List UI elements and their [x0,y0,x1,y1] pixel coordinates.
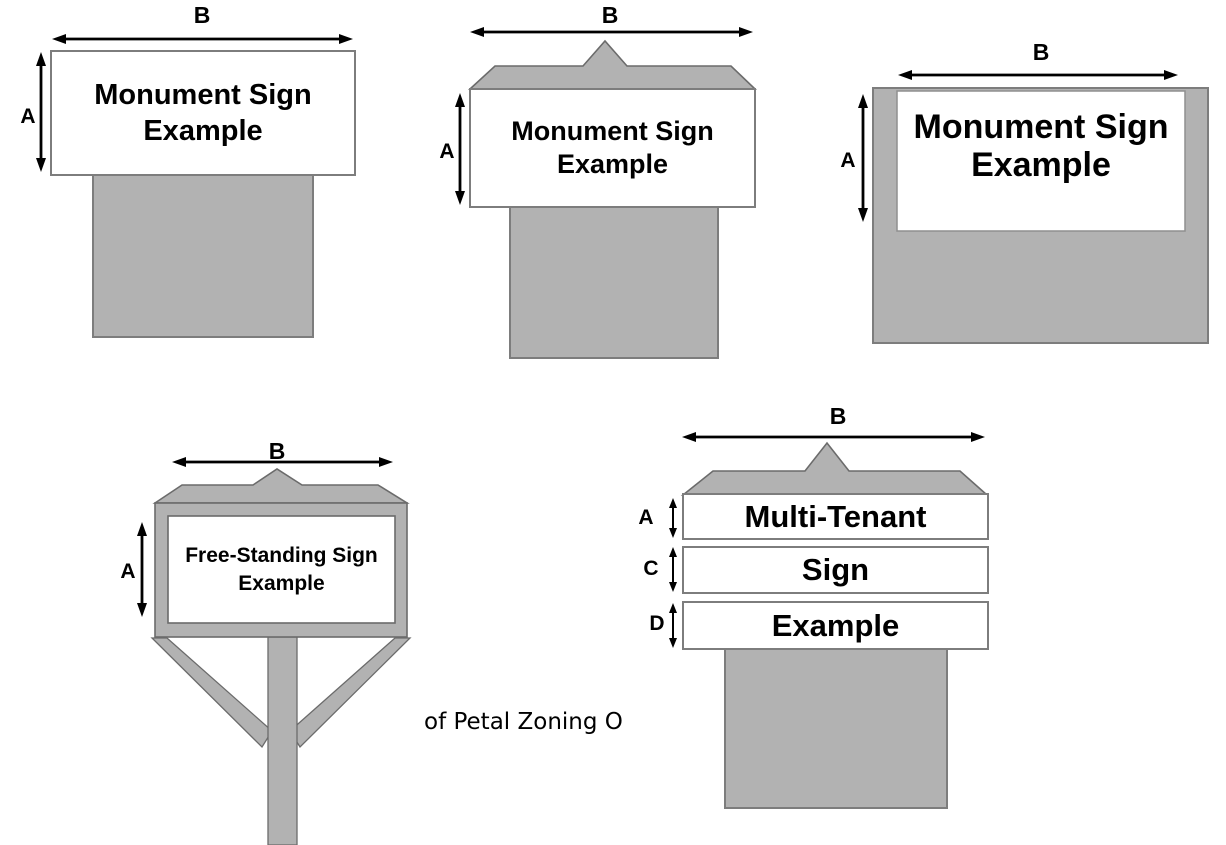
height-dimension-arrow [137,522,147,617]
decorative-cap [680,441,990,496]
arrowhead-up [669,547,677,557]
height-label-a: A [120,560,136,583]
sign-panel [50,50,356,176]
arrowhead-left [898,70,912,80]
height-dimension-arrow [858,94,868,222]
arrowhead-right [739,27,753,37]
width-dimension-arrow [172,457,393,467]
height-label-d: D [649,612,665,635]
tenant-panel-1-text: Multi-Tenant [744,498,927,534]
tenant-panel-3-text: Example [771,607,900,643]
arrowhead-down [669,528,677,538]
arrowhead-down [455,191,465,205]
arrowhead-left [52,34,66,44]
arrowhead-down [36,158,46,172]
panel3-height-arrow [669,603,677,648]
arrowhead-up [669,603,677,613]
sign-panel-text: Monument Sign Example [511,116,714,179]
decorative-cap [467,39,757,90]
tenant-panel-1 [682,493,989,540]
arrowhead-down [669,638,677,648]
decorative-cap [152,468,410,504]
arrowhead-left [682,432,696,442]
arrowhead-right [971,432,985,442]
arrowhead-left [172,457,186,467]
tenant-panel-2-text: Sign [801,552,870,587]
panel2-height-arrow [669,547,677,592]
multitenant-sign-graphic [669,432,990,809]
arrowhead-down [858,208,868,222]
height-label-c: C [643,557,659,580]
monument-sign-2-graphic [455,27,757,359]
arrowhead-right [1164,70,1178,80]
arrowhead-right [379,457,393,467]
width-label-b: B [268,438,286,464]
monument-sign-diagram-1: B A Monument Sign Example [20,4,360,340]
monument-sign-diagram-2: B A Monument Sign Example [435,4,775,362]
arrowhead-up [858,94,868,108]
panel1-height-arrow [669,498,677,538]
arrowhead-up [669,498,677,508]
multitenant-sign-diagram: B A C D Multi-Tenant Sign Example [635,400,1000,810]
height-dimension-arrow [36,52,46,172]
width-label-b: B [601,2,619,28]
sign-panel-text: Monument Sign Example [94,79,312,147]
arrowhead-down [669,582,677,592]
monument-sign-3-graphic [858,70,1209,344]
sign-panel [469,88,756,208]
height-dimension-arrow [455,93,465,205]
height-label-a: A [638,506,654,529]
arrowhead-left [470,27,484,37]
caption-text: of Petal Zoning O [424,709,623,735]
left-support-strut [150,637,273,749]
freestanding-sign-diagram: B A Free-Standing Sign Example [115,440,425,845]
width-dimension-arrow [682,432,985,442]
pedestal-base [509,206,719,359]
arrowhead-down [137,603,147,617]
tenant-panel-2 [682,546,989,594]
width-dimension-arrow [52,34,353,44]
width-label-b: B [829,403,847,429]
support-pole [267,636,298,845]
arrowhead-up [455,93,465,107]
width-dimension-arrow [470,27,753,37]
height-label-a: A [439,140,455,163]
pedestal-base [92,174,314,338]
width-label-b: B [1032,39,1050,65]
sign-panel [167,515,396,624]
height-label-a: A [840,149,856,172]
monument-sign-diagram-3: B A Monument Sign Example [840,38,1220,345]
width-label-b: B [193,2,211,28]
height-label-a: A [20,105,36,128]
sign-panel [896,90,1186,232]
right-support-strut [289,637,412,749]
monument-sign-1-graphic [36,34,356,338]
pedestal-base [724,648,948,809]
freestanding-sign-graphic [137,457,412,845]
tenant-panel-3 [682,601,989,650]
arrowhead-up [36,52,46,66]
sign-panel-text: Free-Standing Sign Example [185,543,378,595]
arrowhead-up [137,522,147,536]
arrowhead-right [339,34,353,44]
width-dimension-arrow [898,70,1178,80]
sign-panel-text: Monument Sign Example [913,108,1169,184]
